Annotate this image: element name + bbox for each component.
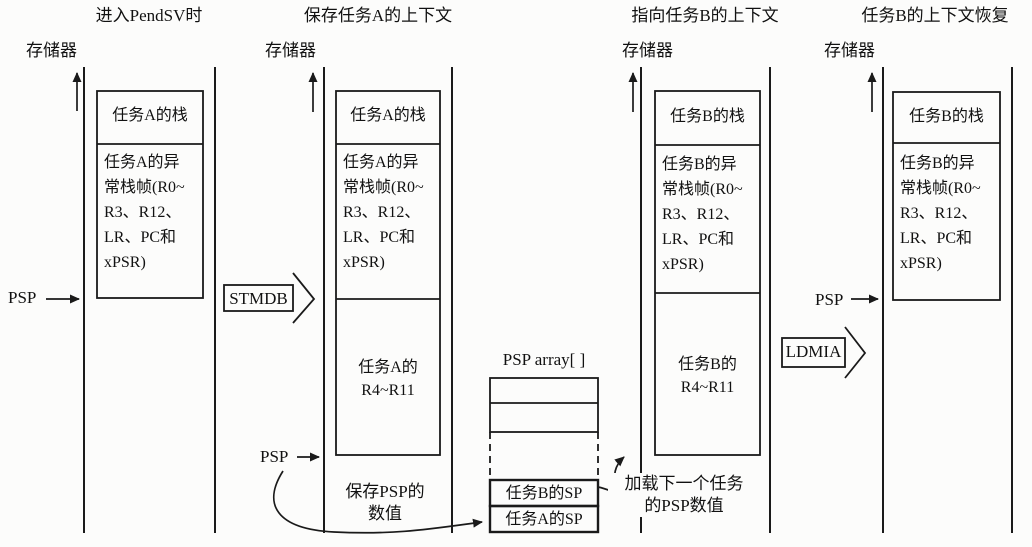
stack-boxes xyxy=(96,90,1001,456)
save-psp-note: 保存PSP的 数值 xyxy=(345,482,425,523)
ldmia-block-arrow xyxy=(781,326,867,379)
stage2-psp-label: PSP xyxy=(260,447,289,466)
psp-array-box xyxy=(488,377,600,534)
stage1-title: 进入PendSV时 xyxy=(95,6,203,25)
stage3-title: 指向任务B的上下文 xyxy=(631,6,779,25)
stage4-psp-label: PSP xyxy=(815,290,844,309)
stage1-memory-label: 存储器 xyxy=(26,41,77,60)
psp-array-entry-taskA: 任务A的SP xyxy=(505,511,583,528)
psp-pointer-arrows xyxy=(46,294,879,462)
psp-array-entry-taskB: 任务B的SP xyxy=(505,485,583,502)
stage3-registers-label: 任务B的 R4~R11 xyxy=(678,356,737,396)
stage2-title: 保存任务A的上下文 xyxy=(303,6,453,25)
stage2-exception-frame-label: 任务A的异 常栈帧(R0~ R3、R12、 LR、PC和 xPSR) xyxy=(343,154,424,271)
psp-array-label: PSP array[ ] xyxy=(502,350,586,369)
stage4-memory-label: 存储器 xyxy=(824,41,875,60)
stage2-stack-top-label: 任务A的栈 xyxy=(350,107,426,124)
stmdb-block-arrow xyxy=(223,272,316,324)
stage2-memory-label: 存储器 xyxy=(265,41,316,60)
stage2-registers-label: 任务A的 R4~R11 xyxy=(358,359,418,399)
load-psp-note: 加载下一个任务 的PSP数值 xyxy=(608,473,760,517)
stage1-psp-label: PSP xyxy=(8,288,37,307)
stage4-title: 任务B的上下文恢复 xyxy=(861,6,1009,25)
stage4-stack-top-label: 任务B的栈 xyxy=(909,108,984,125)
stage1-stack-top-label: 任务A的栈 xyxy=(112,107,188,124)
memory-direction-arrows xyxy=(72,72,877,112)
memory-rails xyxy=(83,67,1013,533)
stage3-memory-label: 存储器 xyxy=(622,41,673,60)
stage3-stack-top-label: 任务B的栈 xyxy=(670,108,745,125)
stmdb-instruction-label: STMDB xyxy=(229,289,288,308)
ldmia-instruction-label: LDMIA xyxy=(785,342,842,361)
stage1-exception-frame-label: 任务A的异 常栈帧(R0~ R3、R12、 LR、PC和 xPSR) xyxy=(104,154,185,271)
stage4-exception-frame-label: 任务B的异 常栈帧(R0~ R3、R12、 LR、PC和 xPSR) xyxy=(900,155,981,272)
stage3-exception-frame-label: 任务B的异 常栈帧(R0~ R3、R12、 LR、PC和 xPSR) xyxy=(662,156,743,273)
save-psp-curve-arrow xyxy=(273,470,483,534)
